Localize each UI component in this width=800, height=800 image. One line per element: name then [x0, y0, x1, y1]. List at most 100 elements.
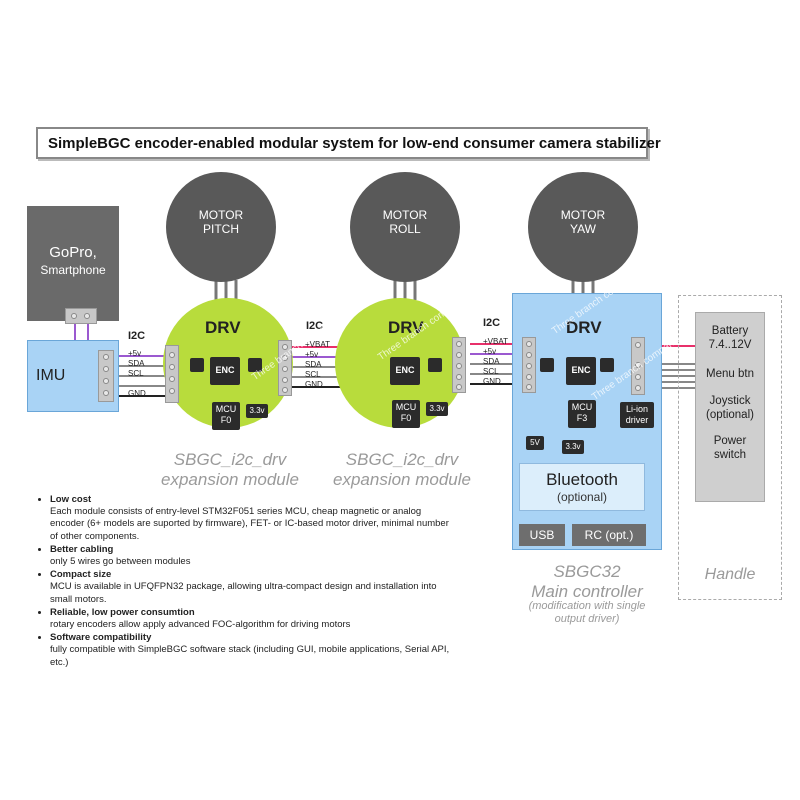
bluetooth-note: (optional)	[556, 490, 608, 504]
yaw-enc-chip: ENC	[566, 357, 596, 385]
signal-label: SDA	[483, 357, 500, 366]
features-list: Low cost Each module consists of entry-l…	[38, 494, 458, 670]
mcu-model: F3	[576, 413, 588, 423]
handle-power-switch: Power switch	[695, 434, 765, 462]
feature-heading: Low cost	[50, 494, 92, 505]
connector-pin	[103, 354, 109, 360]
handle-battery: Battery 7.4..12V	[695, 324, 765, 352]
module-name: SBGC_i2c_drv	[345, 450, 459, 469]
liion-sublabel: driver	[625, 415, 649, 425]
liion-label: Li-ion	[625, 404, 648, 414]
module-type: expansion module	[161, 470, 299, 489]
feature-item: Software compatibility fully compatible …	[50, 632, 458, 669]
signal-label: GND	[128, 389, 146, 398]
diagram-title: SimpleBGC encoder-enabled modular system…	[36, 127, 661, 159]
3v3-regulator-chip: 3.3v	[562, 440, 584, 454]
roll-component	[428, 358, 442, 372]
mcu-model: F0	[220, 415, 232, 425]
handle-label: Handle	[704, 566, 756, 583]
rc-port: RC (opt.)	[572, 524, 646, 546]
feature-text: Each module consists of entry-level STM3…	[50, 506, 449, 542]
joystick-note: (optional)	[706, 409, 754, 421]
module-type: expansion module	[333, 470, 471, 489]
joystick-label: Joystick	[709, 395, 751, 407]
controller-model: SBGC32	[553, 562, 621, 581]
pitch-input-connector	[165, 345, 179, 403]
connector-pin	[635, 374, 641, 380]
gopro-connector	[65, 308, 97, 324]
motor-axis: PITCH	[203, 222, 239, 236]
motor-roll: MOTOR ROLL	[350, 172, 460, 282]
pitch-mcu-chip: MCU F0	[212, 402, 240, 430]
feature-heading: Compact size	[50, 569, 112, 581]
motor-pitch: MOTOR PITCH	[166, 172, 276, 282]
handle-joystick: Joystick (optional)	[695, 394, 765, 422]
imu-connector	[98, 350, 114, 402]
pitch-component	[190, 358, 204, 372]
motor-yaw: MOTOR YAW	[528, 172, 638, 282]
feature-heading: Reliable, low power consumtion	[50, 606, 195, 618]
mcu-label: MCU	[215, 404, 237, 414]
connector-pin	[71, 313, 77, 319]
i2c-label: I2C	[483, 317, 501, 329]
connector-pin	[526, 363, 532, 369]
liion-driver-chip: Li-ion driver	[620, 402, 654, 428]
roll-output-connector	[452, 337, 466, 393]
signal-label: GND	[483, 377, 501, 386]
controller-component	[540, 358, 554, 372]
feature-text: fully compatible with SimpleBGC software…	[50, 644, 450, 668]
roll-regulator-chip: 3.3v	[426, 402, 448, 416]
connector-pin	[169, 376, 175, 382]
imu-label: IMU	[36, 367, 66, 384]
connector-pin	[169, 388, 175, 394]
feature-text: MCU is available in UFQFPN32 package, al…	[50, 581, 437, 605]
signal-label: +5v	[483, 347, 497, 356]
connector-pin	[635, 385, 641, 391]
signal-label: SDA	[305, 360, 322, 369]
controller-handle-connector	[631, 337, 645, 395]
feature-heading: Software compatibility	[50, 632, 152, 644]
5v-regulator-chip: 5V	[526, 436, 544, 450]
motor-label: MOTOR	[382, 208, 428, 222]
signal-label: SCL	[483, 367, 499, 376]
feature-item: Better cabling only 5 wires go between m…	[50, 544, 458, 568]
signal-label: +VBAT	[483, 337, 508, 346]
i2c-label: I2C	[128, 330, 146, 342]
feature-item: Reliable, low power consumtion rotary en…	[50, 607, 458, 631]
power-label: Power	[713, 435, 747, 447]
mcu-label: MCU	[571, 402, 593, 412]
connector-pin	[103, 366, 109, 372]
handle-menu-button: Menu btn	[706, 368, 754, 380]
roll-drv-chip: DRV	[388, 318, 424, 337]
controller-mcu-chip: MCU F3	[568, 400, 596, 428]
signal-label: +5v	[305, 350, 319, 359]
feature-text: only 5 wires go between modules	[50, 556, 191, 568]
controller-input-connector	[522, 337, 536, 393]
mcu-label: MCU	[395, 402, 417, 412]
pitch-component	[248, 358, 262, 372]
bluetooth-module: Bluetooth (optional)	[519, 463, 645, 511]
gopro-label: GoPro,	[49, 244, 97, 261]
pitch-module-label: SBGC_i2c_drv expansion module	[140, 450, 320, 490]
controller-note: (modification with single output driver)	[512, 600, 662, 626]
signal-label: SCL	[128, 369, 144, 378]
motor-label: MOTOR	[198, 208, 244, 222]
feature-text: rotary encoders allow apply advanced FOC…	[50, 619, 351, 631]
connector-pin	[456, 363, 462, 369]
gopro-device: GoPro, Smartphone	[27, 206, 119, 321]
connector-pin	[282, 377, 288, 383]
connector-pin	[103, 378, 109, 384]
controller-component	[600, 358, 614, 372]
motor-axis: YAW	[570, 222, 596, 236]
connector-pin	[456, 384, 462, 390]
bluetooth-label: Bluetooth	[546, 470, 618, 489]
connector-pin	[635, 342, 641, 348]
feature-item: Low cost Each module consists of entry-l…	[50, 494, 458, 543]
connector-pin	[526, 352, 532, 358]
pitch-regulator-chip: 3.3v	[246, 404, 268, 418]
controller-note-line: output driver)	[554, 613, 620, 625]
roll-module-label: SBGC_i2c_drv expansion module	[312, 450, 492, 490]
connector-pin	[526, 384, 532, 390]
pitch-enc-chip: ENC	[210, 357, 240, 385]
connector-pin	[526, 374, 532, 380]
